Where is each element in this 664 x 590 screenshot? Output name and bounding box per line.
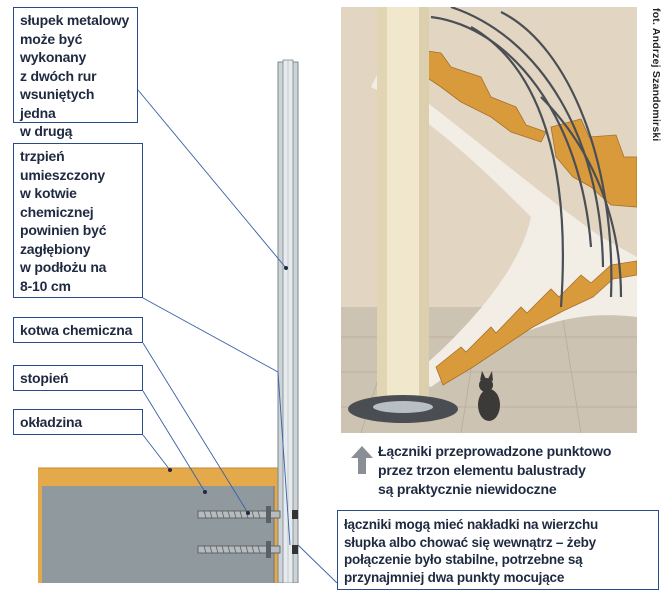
photo-caption: Łączniki przeprowadzone punktowo przez t… xyxy=(378,443,612,497)
label-step: stopień xyxy=(13,365,143,391)
concrete-step xyxy=(42,486,274,583)
staircase-photo xyxy=(341,7,637,433)
arrow-up-icon xyxy=(351,446,373,474)
label-connectors: łączniki mogą mieć nakładki na wierzchu … xyxy=(337,510,659,590)
label-chemical-anchor: kotwa chemiczna xyxy=(13,317,143,343)
leader-lines xyxy=(137,89,338,583)
label-metal-post: słupek metalowy może być wykonany z dwóc… xyxy=(13,7,138,139)
photo-credit: fot. Andrzej Szandomirski xyxy=(650,8,662,142)
chemical-anchor-bolts xyxy=(197,506,298,558)
label-pin: trzpień umieszczony w kotwie chemicznej … xyxy=(13,143,143,298)
label-cladding: okładzina xyxy=(13,409,143,435)
